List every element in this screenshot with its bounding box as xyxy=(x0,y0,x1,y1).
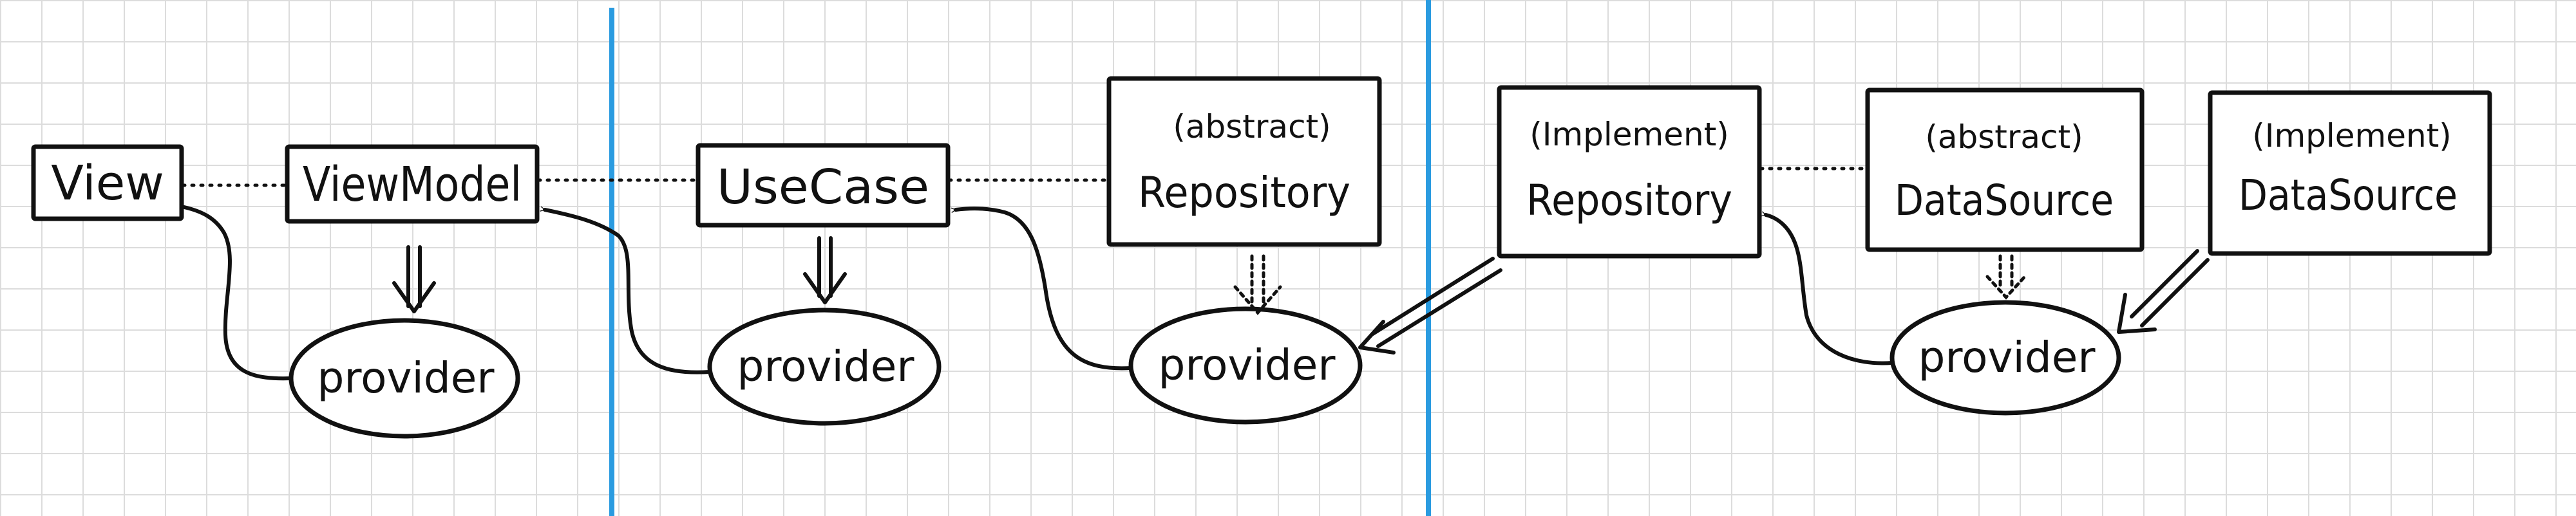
provider-repository[interactable]: provider xyxy=(1128,306,1363,425)
provider-viewmodel-label: provider xyxy=(317,353,495,403)
usecase-label: UseCase xyxy=(717,160,929,215)
impl-repository-tag: (Implement) xyxy=(1530,116,1729,153)
curve-provider-to-usecase xyxy=(956,207,1133,371)
double-arrow-usecase-provider xyxy=(803,236,847,304)
view-box[interactable]: View xyxy=(31,144,184,221)
abstract-repository-tag: (abstract) xyxy=(1173,108,1331,145)
double-arrow-impl-repository-provider xyxy=(1358,257,1502,355)
curve-provider-to-impl-repository xyxy=(1766,215,1894,365)
provider-datasource-label: provider xyxy=(1918,333,2096,382)
impl-repository-name: Repository xyxy=(1526,176,1732,225)
provider-datasource[interactable]: provider xyxy=(1889,300,2121,416)
abstract-datasource-name: DataSource xyxy=(1895,176,2114,225)
impl-datasource-name: DataSource xyxy=(2239,170,2458,220)
curve-provider-to-view xyxy=(184,207,293,381)
double-arrow-impl-datasource-provider xyxy=(2117,249,2210,334)
curve-provider-to-viewmodel xyxy=(545,210,712,374)
abstract-repository-box[interactable]: (abstract) Repository xyxy=(1106,76,1382,247)
viewmodel-label: ViewModel xyxy=(303,157,522,212)
dotted-double-arrow-repository-provider xyxy=(1233,254,1282,315)
abstract-datasource-tag: (abstract) xyxy=(1925,118,2083,156)
impl-repository-box[interactable]: (Implement) Repository xyxy=(1497,85,1762,259)
dotted-double-arrow-datasource-provider xyxy=(1985,254,2027,300)
double-arrow-viewmodel-provider xyxy=(392,245,436,313)
usecase-box[interactable]: UseCase xyxy=(696,143,951,228)
impl-datasource-box[interactable]: (Implement) DataSource xyxy=(2208,90,2492,256)
impl-datasource-tag: (Implement) xyxy=(2252,117,2452,154)
provider-repository-label: provider xyxy=(1159,340,1336,390)
abstract-repository-name: Repository xyxy=(1138,168,1350,217)
abstract-datasource-box[interactable]: (abstract) DataSource xyxy=(1865,88,2145,252)
provider-usecase-label: provider xyxy=(737,342,915,391)
viewmodel-box[interactable]: ViewModel xyxy=(285,144,540,224)
view-label: View xyxy=(51,156,164,211)
provider-viewmodel[interactable]: provider xyxy=(289,318,520,439)
provider-usecase[interactable]: provider xyxy=(707,308,942,426)
